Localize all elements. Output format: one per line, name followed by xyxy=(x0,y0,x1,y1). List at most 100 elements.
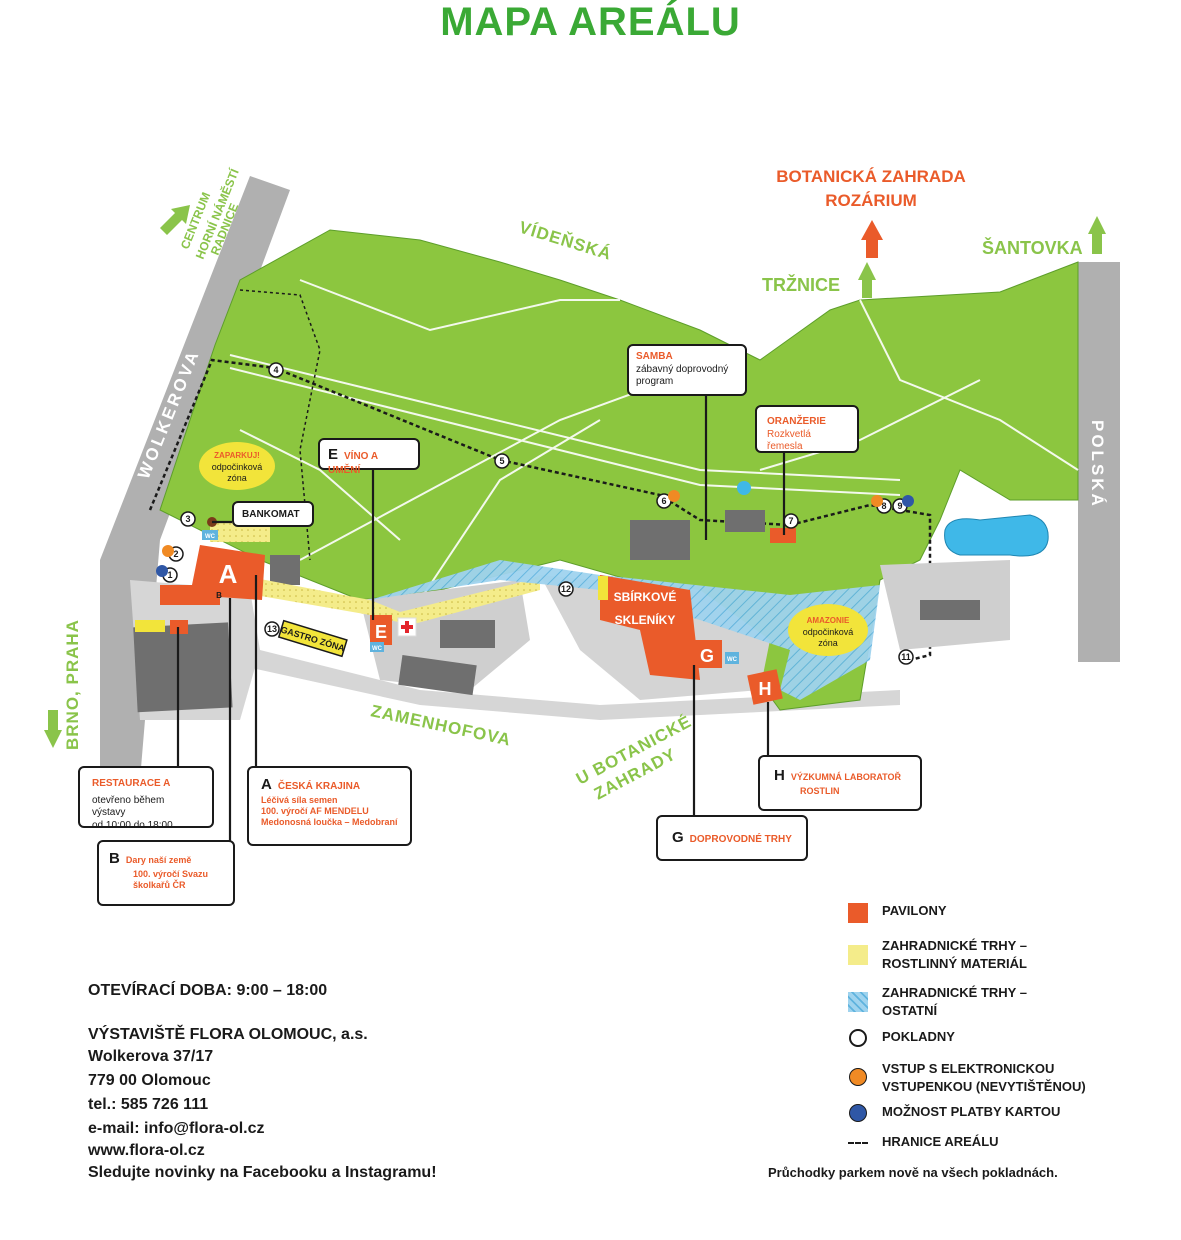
checkpoint-6: 6 xyxy=(661,496,666,506)
legend-trhy-rostlinny-1: ZAHRADNICKÉ TRHY – xyxy=(882,938,1027,953)
amazonie-title: AMAZONIE xyxy=(807,616,850,625)
callout-a-letter: A xyxy=(261,776,272,793)
legend-platba-label: MOŽNOST PLATBY KARTOU xyxy=(882,1104,1061,1119)
doprovodne-trhy-callout: G DOPROVODNÉ TRHY xyxy=(656,815,808,861)
area-boundary xyxy=(148,358,932,662)
callout-g-letter: G xyxy=(672,829,684,846)
pavilion-sbirkove xyxy=(600,575,700,680)
sbirkove-line2: SKLENÍKY xyxy=(615,612,676,627)
legend-trhy-ostatni-2: OSTATNÍ xyxy=(882,1003,938,1018)
wc-2: WC xyxy=(372,646,383,652)
blue-hatched-square-icon xyxy=(848,992,868,1012)
oranzerie-title: ORANŽERIE xyxy=(767,416,826,427)
callout-a-title: ČESKÁ KRAJINA xyxy=(277,781,361,792)
pavilion-h-letter: H xyxy=(759,679,772,699)
legend-pokladny: POKLADNY xyxy=(848,1029,955,1047)
zaparkuj-sub2: zóna xyxy=(227,473,247,483)
polska-road xyxy=(1078,262,1120,662)
blue-circle-icon xyxy=(849,1104,867,1122)
pavilion-g-letter: G xyxy=(700,646,714,666)
callout-a-line3: Medonosná loučka – Medobraní xyxy=(261,817,398,828)
legend-vstup: VSTUP S ELEKTRONICKOU VSTUPENKOU (NEVYTIŠ… xyxy=(848,1060,1086,1096)
wc-3: WC xyxy=(727,657,738,663)
page-title: MAPA AREÁLU xyxy=(440,0,741,44)
legend-note: Průchodky parkem nově na všech pokladnác… xyxy=(768,1165,1058,1180)
checkpoint-5: 5 xyxy=(499,456,504,466)
legend-vstup-1: VSTUP S ELEKTRONICKOU xyxy=(882,1061,1055,1076)
sbirkove-line1: SBÍRKOVÉ xyxy=(614,589,677,604)
dir-trznice: TRŽNICE xyxy=(762,274,840,295)
pond xyxy=(944,514,1049,557)
bankomat-text: BANKOMAT xyxy=(242,509,300,520)
checkpoint-7: 7 xyxy=(788,516,793,526)
callout-b-letter: B xyxy=(109,850,120,867)
callout-b-line2: školkařů ČR xyxy=(133,880,186,890)
callout-g-title: DOPROVODNÉ TRHY xyxy=(689,834,792,845)
street-brno: BRNO, PRAHA xyxy=(63,619,82,750)
arrow-up-icon xyxy=(44,205,1106,748)
legend-trhy-rostlinny: ZAHRADNICKÉ TRHY – ROSTLINNÝ MATERIÁL xyxy=(848,937,1027,973)
yellow-dotted-square-icon xyxy=(848,945,868,965)
bankomat-label: BANKOMAT xyxy=(232,501,314,527)
callout-h-title2: ROSTLIN xyxy=(800,785,840,796)
callout-a-line1: Léčivá síla semen xyxy=(261,794,338,805)
vino-letter: E xyxy=(328,446,339,463)
callout-b-line1: 100. výročí Svazu xyxy=(133,868,209,879)
callout-a-line2: 100. výročí AF MENDELU xyxy=(261,806,369,816)
amazonie-sub1: odpočinková xyxy=(803,627,854,637)
wc-1: WC xyxy=(205,534,216,540)
callout-h-title1: VÝZKUMNÁ LABORATOŘ xyxy=(790,772,902,782)
legend-trhy-ostatni: ZAHRADNICKÉ TRHY – OSTATNÍ xyxy=(848,984,1027,1020)
checkpoint-3: 3 xyxy=(185,514,190,524)
pavilion-b-letter: B xyxy=(216,591,222,600)
legend-vstup-2: VSTUPENKOU (NEVYTIŠTĚNOU) xyxy=(882,1079,1086,1094)
email-link[interactable]: e-mail: info@flora-ol.cz xyxy=(88,1120,265,1137)
samba-callout: SAMBA zábavný doprovodný program xyxy=(627,344,747,396)
zamenhofova-road xyxy=(215,640,900,720)
dir-santovka: ŠANTOVKA xyxy=(982,237,1083,258)
red-square-icon xyxy=(848,903,868,923)
restaurace-line1: otevřeno během výstavy xyxy=(92,794,165,819)
orange-circle-icon xyxy=(849,1068,867,1086)
checkpoint-4: 4 xyxy=(273,365,278,375)
phone: tel.: 585 726 111 xyxy=(88,1096,209,1113)
legend-hranice-label: HRANICE AREÁLU xyxy=(882,1134,999,1149)
pavilion-e-letter: E xyxy=(375,622,387,642)
legend-pavilony: PAVILONY xyxy=(848,903,947,923)
checkpoint-8: 8 xyxy=(881,501,886,511)
checkpoint-11: 11 xyxy=(901,652,911,662)
address-city: 779 00 Olomouc xyxy=(88,1072,211,1089)
amazonie-sub2: zóna xyxy=(818,638,838,648)
oranzerie-callout: ORANŽERIE Rozkvetlá řemesla xyxy=(755,405,859,453)
white-circle-icon xyxy=(849,1029,867,1047)
dir-botanicka-2: ROZÁRIUM xyxy=(825,191,917,210)
address-street: Wolkerova 37/17 xyxy=(88,1048,214,1065)
social-note: Sledujte novinky na Facebooku a Instagra… xyxy=(88,1164,437,1181)
checkpoint-12: 12 xyxy=(561,584,571,594)
samba-title: SAMBA xyxy=(636,351,673,362)
ceska-krajina-callout: A ČESKÁ KRAJINA Léčivá síla semen 100. vý… xyxy=(247,766,412,846)
market-other-zone xyxy=(370,560,880,700)
market-plants-zone xyxy=(255,575,540,625)
restaurace-line2: od 10:00 do 18:00 xyxy=(92,819,173,831)
checkpoint-13: 13 xyxy=(267,624,277,634)
laborator-callout: H VÝZKUMNÁ LABORATOŘ ROSTLIN xyxy=(758,755,922,811)
samba-sub1: zábavný doprovodný xyxy=(636,363,729,375)
checkpoint-1: 1 xyxy=(167,570,172,580)
oranzerie-sub: Rozkvetlá řemesla xyxy=(767,428,811,453)
website-link[interactable]: www.flora-ol.cz xyxy=(88,1142,205,1159)
legend-platba: MOŽNOST PLATBY KARTOU xyxy=(848,1104,1060,1122)
street-videnska: VÍDEŇSKÁ xyxy=(517,218,614,264)
restaurace-callout: RESTAURACE A otevřeno během výstavy od 1… xyxy=(78,766,214,831)
legend-trhy-ostatni-1: ZAHRADNICKÉ TRHY – xyxy=(882,985,1027,1000)
dir-botanicka-1: BOTANICKÁ ZAHRADA xyxy=(776,167,966,186)
checkpoint-9: 9 xyxy=(897,501,902,511)
vino-title: VÍNO A UMĚNÍ xyxy=(328,451,378,476)
checkpoint-2: 2 xyxy=(173,549,178,559)
callout-h-letter: H xyxy=(774,767,785,784)
samba-sub2: program xyxy=(636,376,674,387)
legend-trhy-rostlinny-2: ROSTLINNÝ MATERIÁL xyxy=(882,956,1027,971)
